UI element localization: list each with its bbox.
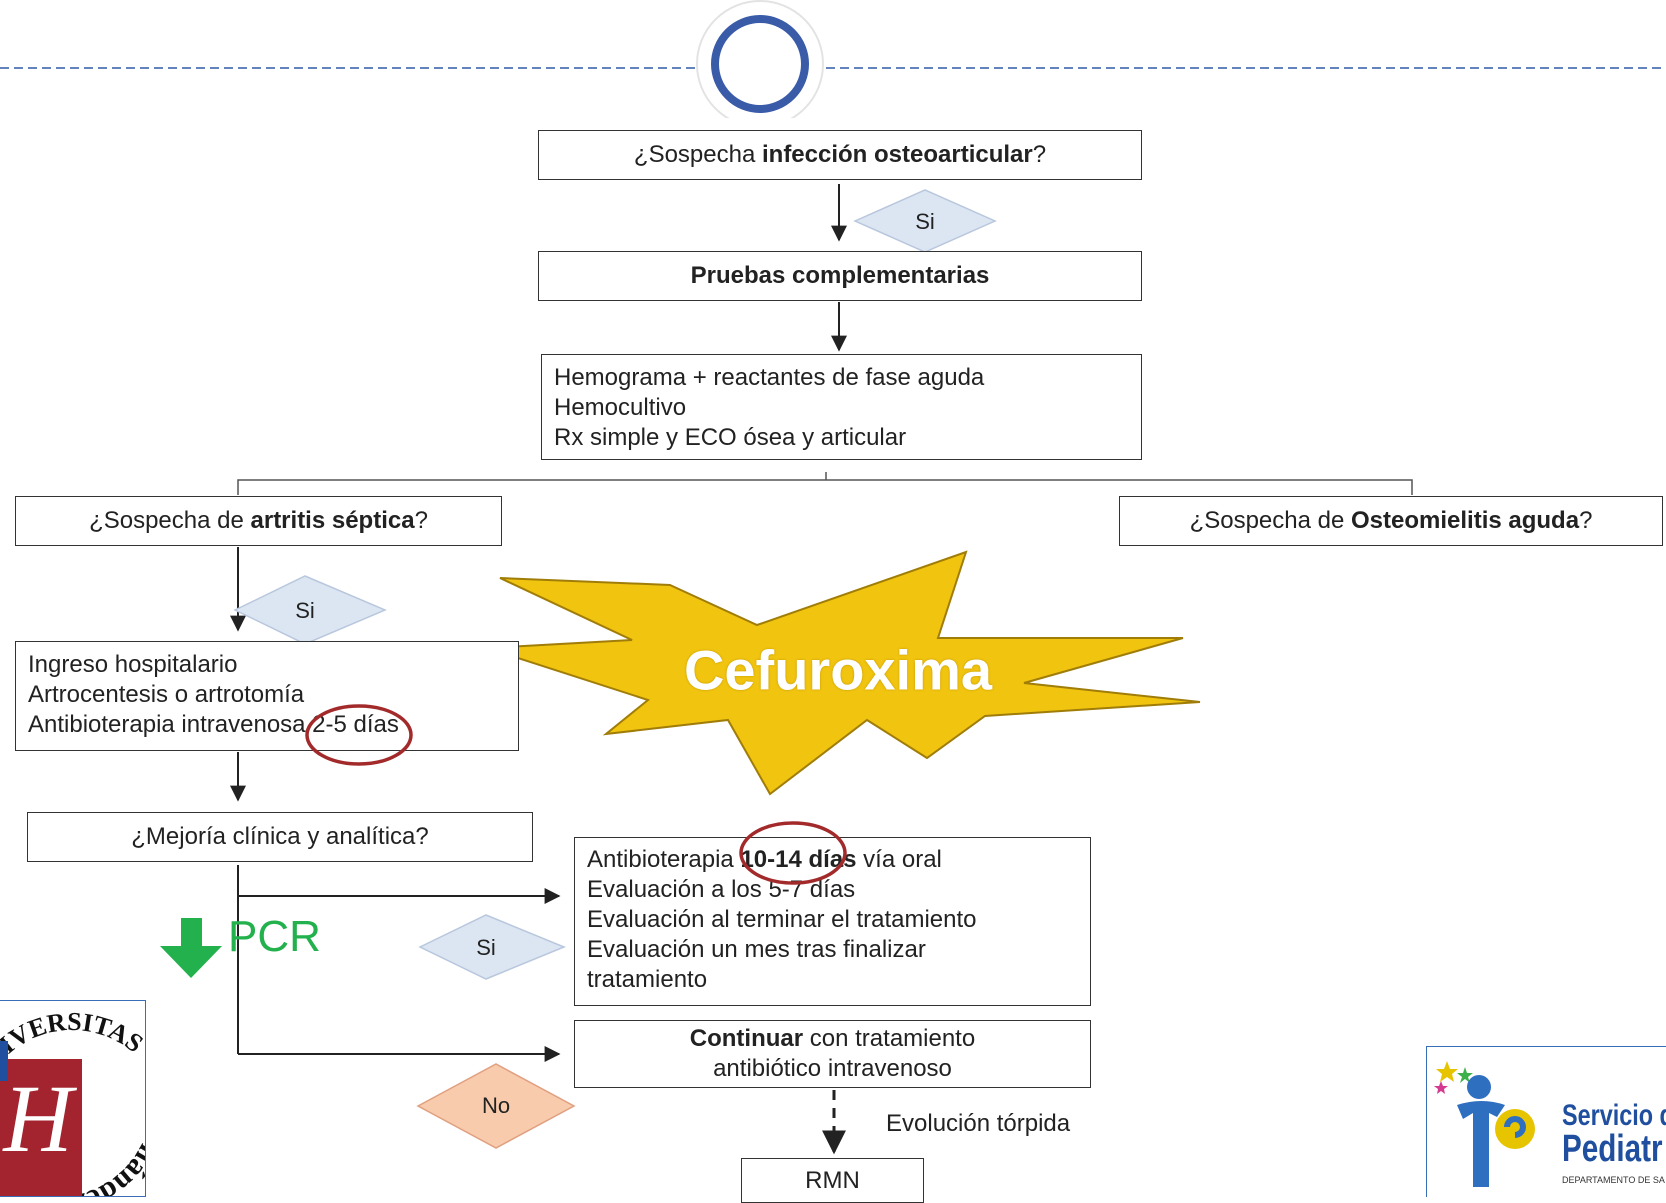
box-pruebas-list: Hemograma + reactantes de fase aguda Hem… bbox=[541, 354, 1142, 460]
university-logo: UNIVERSITAS nández H bbox=[0, 1000, 146, 1197]
ingreso-item: Antibioterapia intravenosa 2-5 días bbox=[28, 711, 399, 738]
ingreso-item: Artrocentesis o artrotomía bbox=[28, 681, 305, 708]
header-circle-icon bbox=[711, 15, 809, 113]
box-mejoria-clinica: ¿Mejoría clínica y analítica? bbox=[27, 812, 533, 862]
pruebas-item: Rx simple y ECO ósea y articular bbox=[554, 424, 907, 451]
box-pruebas-complementarias: Pruebas complementarias bbox=[538, 251, 1142, 301]
box-rmn: RMN bbox=[741, 1158, 924, 1203]
branch-bracket bbox=[237, 472, 1413, 495]
sospecha-osteomielitis-text: ¿Sospecha de Osteomielitis aguda? bbox=[1189, 507, 1593, 534]
pruebas-title: Pruebas complementarias bbox=[690, 262, 990, 289]
si-label-3: Si bbox=[476, 935, 496, 960]
si-label-1: Si bbox=[915, 209, 935, 234]
evolucion-torpida-label: Evolución tórpida bbox=[886, 1110, 1071, 1137]
antibio-item: Evaluación un mes tras finalizar bbox=[587, 936, 926, 963]
sospecha-infeccion-text: ¿Sospecha infección osteoarticular? bbox=[633, 141, 1047, 168]
cefuroxima-label: Cefuroxima bbox=[683, 638, 993, 702]
pruebas-item: Hemocultivo bbox=[554, 394, 687, 421]
ingreso-item: Ingreso hospitalario bbox=[28, 651, 238, 678]
box-antibioterapia-oral: Antibioterapia 10-14 días vía oral Evalu… bbox=[574, 837, 1091, 1006]
pcr-down-arrow-icon bbox=[160, 918, 222, 978]
si-diamond-2 bbox=[233, 575, 387, 645]
antibio-first-line: Antibioterapia 10-14 días vía oral bbox=[587, 846, 942, 873]
pruebas-item: Hemograma + reactantes de fase aguda bbox=[554, 364, 985, 391]
box-sospecha-infeccion: ¿Sospecha infección osteoarticular? bbox=[538, 130, 1142, 180]
antibio-item: tratamiento bbox=[587, 966, 708, 993]
continuar-line-1: Continuar con tratamiento bbox=[689, 1025, 976, 1052]
rmn-label: RMN bbox=[805, 1166, 860, 1194]
logo-department: DEPARTAMENTO DE SA bbox=[1562, 1175, 1665, 1185]
box-sospecha-artritis: ¿Sospecha de artritis séptica? bbox=[15, 496, 502, 546]
pediatria-logo: Servicio d Pediatr DEPARTAMENTO DE SA bbox=[1426, 1046, 1666, 1197]
mejoria-question-text: ¿Mejoría clínica y analítica? bbox=[131, 823, 429, 850]
box-sospecha-osteomielitis: ¿Sospecha de Osteomielitis aguda? bbox=[1119, 496, 1663, 546]
no-label: No bbox=[481, 1093, 511, 1118]
antibio-item: Evaluación a los 5-7 días bbox=[587, 876, 856, 903]
star-icon bbox=[1434, 1081, 1448, 1094]
logo-title: Servicio d Pediatr bbox=[1562, 1099, 1666, 1170]
pcr-label: PCR bbox=[228, 912, 321, 961]
box-continuar-tratamiento: Continuar con tratamiento antibiótico in… bbox=[574, 1020, 1091, 1088]
svg-text:H: H bbox=[1, 1065, 77, 1172]
si-label-2: Si bbox=[295, 598, 315, 623]
box-ingreso-hospitalario: Ingreso hospitalario Artrocentesis o art… bbox=[15, 641, 519, 751]
si-diamond-1 bbox=[853, 189, 997, 253]
star-icon bbox=[1436, 1061, 1458, 1082]
antibio-item: Evaluación al terminar el tratamiento bbox=[587, 906, 977, 933]
star-icon bbox=[1457, 1067, 1473, 1083]
continuar-line-2: antibiótico intravenoso bbox=[713, 1055, 952, 1082]
no-diamond bbox=[416, 1063, 576, 1149]
si-diamond-3 bbox=[418, 914, 566, 980]
sospecha-artritis-text: ¿Sospecha de artritis séptica? bbox=[89, 507, 428, 534]
